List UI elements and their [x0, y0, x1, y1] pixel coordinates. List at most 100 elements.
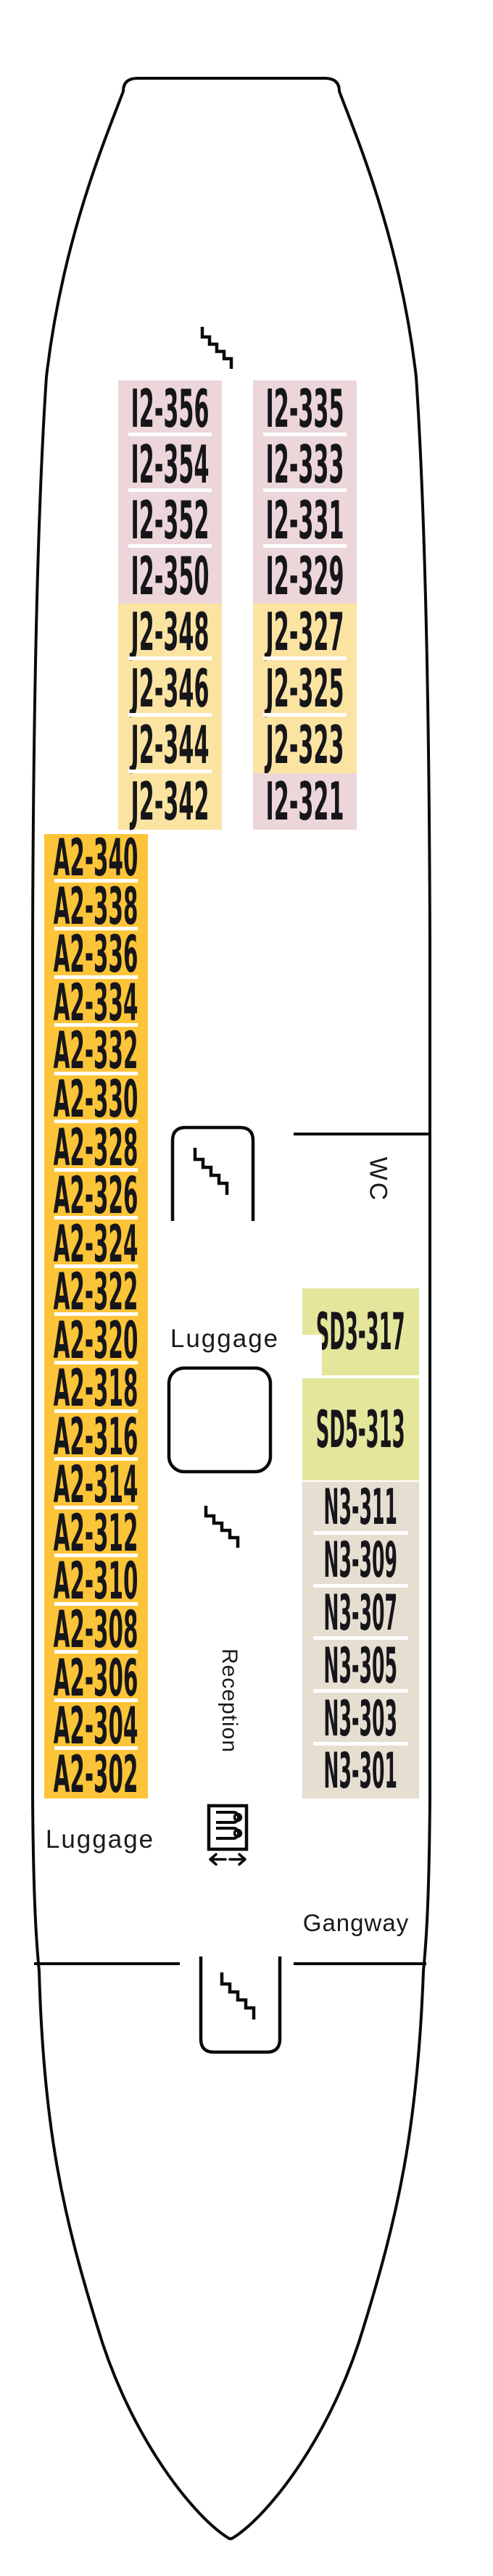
cabin-row: A2-336	[44, 929, 148, 980]
cabin-row: SD5-313	[302, 1378, 419, 1480]
row-separator	[54, 1312, 138, 1317]
cabin-number: J2-323	[265, 714, 344, 775]
row-separator	[54, 1650, 138, 1654]
row-separator	[128, 433, 212, 436]
cabin-number: A2-332	[54, 1021, 138, 1081]
cabin-number: J2-327	[265, 601, 344, 662]
cabin-row: J2-327	[253, 604, 357, 660]
bottom-stairwell-walls	[199, 1956, 282, 2054]
cabin-row: J2-344	[118, 717, 222, 773]
row-separator	[54, 927, 138, 931]
cabin-number: A2-322	[54, 1262, 138, 1322]
luggage-mid-label: Luggage	[170, 1325, 280, 1353]
cabin-number: J2-346	[130, 658, 210, 719]
row-separator	[54, 1505, 138, 1509]
cabin-number: I2-333	[265, 433, 344, 495]
cabin-row: A2-326	[44, 1166, 148, 1226]
wc-label: WC	[364, 1156, 392, 1203]
row-separator	[128, 656, 212, 660]
cabin-row: A2-332	[44, 1021, 148, 1081]
cabin-number: A2-308	[54, 1600, 138, 1660]
cabin-number: A2-334	[54, 972, 138, 1033]
cabin-row: A2-338	[44, 881, 148, 932]
cabin-row: I2-356	[118, 380, 222, 436]
cabin-number: A2-324	[54, 1214, 138, 1274]
row-separator	[54, 1698, 138, 1702]
cabin-number: A2-302	[54, 1744, 138, 1804]
cabin-number: A2-326	[54, 1166, 138, 1226]
row-separator	[262, 713, 347, 717]
cabin-number: SD5-313	[316, 1399, 405, 1459]
row-separator	[128, 713, 212, 717]
cabin-row: N3-303	[302, 1693, 419, 1746]
row-separator	[54, 1746, 138, 1751]
cabin-number: N3-309	[323, 1532, 398, 1590]
luggage-bottom-label: Luggage	[45, 1825, 155, 1854]
cabin-number: I2-352	[130, 489, 210, 551]
cabin-number: I2-321	[265, 771, 344, 832]
cabin-row: A2-310	[44, 1556, 148, 1606]
upper-stairwell-walls	[170, 1125, 255, 1221]
row-separator	[54, 1120, 138, 1124]
stairs-icon-top	[200, 327, 233, 369]
cabin-row: A2-334	[44, 972, 148, 1033]
cabin-number: A2-330	[54, 1070, 138, 1130]
cabin-row: J2-348	[118, 604, 222, 660]
cabin-number: N3-301	[323, 1743, 398, 1801]
cabin-number: A2-340	[54, 828, 138, 888]
cabin-block-sd3: SD3-317	[302, 1288, 419, 1375]
cabin-number: I2-350	[130, 545, 210, 607]
cabin-number: I2-329	[265, 545, 344, 607]
cabin-number: I2-356	[130, 378, 210, 439]
reception-desk-icon	[207, 1804, 249, 1851]
gangway-label: Gangway	[302, 1909, 410, 1936]
row-separator	[54, 1023, 138, 1028]
row-separator	[128, 544, 212, 548]
row-separator	[128, 488, 212, 492]
cabin-number: A2-314	[54, 1455, 138, 1515]
stairs-icon-mid	[204, 1506, 240, 1548]
cabin-row: A2-340	[44, 828, 148, 888]
cabin-number: I2-354	[130, 433, 210, 495]
cabin-row: A2-312	[44, 1503, 148, 1563]
cabin-number: J2-344	[130, 714, 210, 775]
cabin-number: J2-342	[130, 771, 210, 832]
cabin-row: A2-314	[44, 1455, 148, 1515]
row-separator	[54, 1457, 138, 1462]
row-separator	[313, 1741, 408, 1746]
cabin-row: A2-322	[44, 1262, 148, 1322]
cabin-number: J2-348	[130, 601, 210, 662]
row-separator	[54, 1409, 138, 1413]
cabin-row: I2-333	[253, 436, 357, 492]
reception-label: Reception	[218, 1648, 241, 1754]
cabin-number: J2-325	[265, 658, 344, 719]
cabin-row: A2-304	[44, 1696, 148, 1756]
row-separator	[54, 1264, 138, 1268]
cabin-row: A2-324	[44, 1214, 148, 1274]
row-separator	[54, 1216, 138, 1220]
row-separator	[313, 1689, 408, 1693]
cabin-row: J2-346	[118, 660, 222, 717]
cabin-number: A2-304	[54, 1696, 138, 1756]
row-separator	[313, 1530, 408, 1535]
row-separator	[262, 488, 347, 492]
cabin-row: A2-306	[44, 1653, 148, 1704]
cabin-number: A2-312	[54, 1503, 138, 1563]
cabin-row: J2-342	[118, 773, 222, 830]
row-separator	[54, 878, 138, 883]
cabin-number: N3-307	[323, 1584, 398, 1642]
cabin-row: I2-331	[253, 492, 357, 548]
stairs-icon-upper-stairwell	[193, 1148, 229, 1195]
cabin-number: SD3-317	[316, 1302, 405, 1362]
row-separator	[54, 1554, 138, 1558]
cabin-number: A2-318	[54, 1359, 138, 1419]
cabin-number: A2-316	[54, 1406, 138, 1467]
cabin-row: SD3-317	[302, 1288, 419, 1375]
cabin-number: A2-328	[54, 1117, 138, 1177]
cabin-row: N3-301	[302, 1746, 419, 1798]
cabin-number: N3-303	[323, 1690, 398, 1748]
